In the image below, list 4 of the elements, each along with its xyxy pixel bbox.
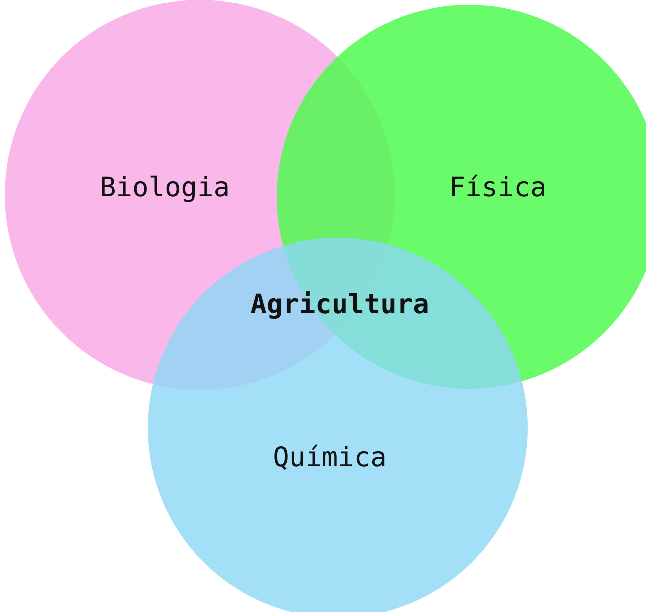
set-label: Física xyxy=(449,172,547,204)
set-label: Biologia xyxy=(100,172,230,204)
set-label: Química xyxy=(273,442,387,474)
intersection-label: Agricultura xyxy=(250,290,430,320)
